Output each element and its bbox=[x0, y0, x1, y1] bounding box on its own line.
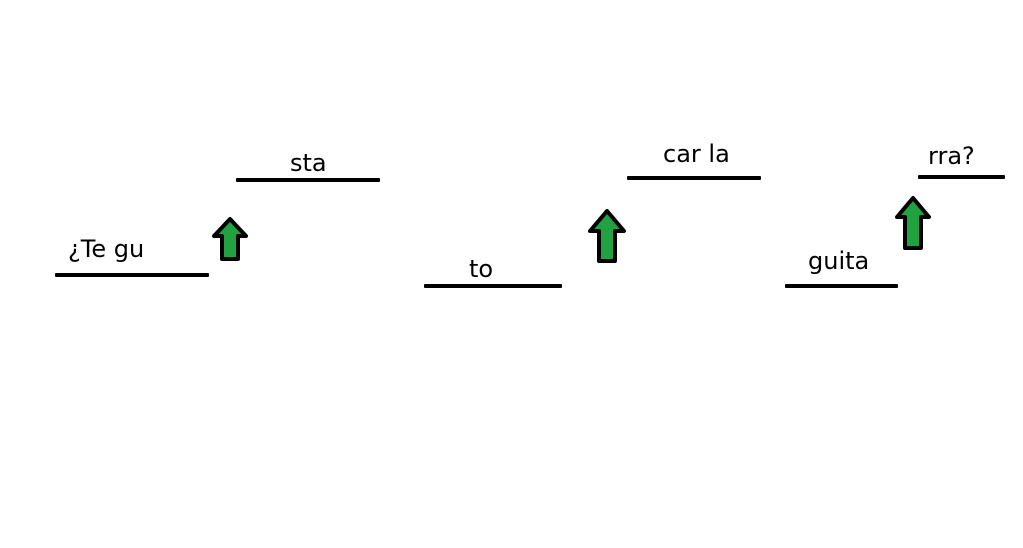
syllable-to: to bbox=[469, 255, 494, 283]
step-line-5 bbox=[785, 284, 898, 288]
step-line-3 bbox=[424, 284, 562, 288]
syllable-rra: rra? bbox=[928, 142, 975, 170]
step-line-4 bbox=[627, 176, 761, 180]
up-arrow-icon bbox=[212, 217, 248, 261]
up-arrow-icon bbox=[895, 196, 931, 250]
syllable-sta: sta bbox=[290, 149, 327, 177]
up-arrow-shape bbox=[588, 209, 626, 263]
up-arrow-icon bbox=[588, 209, 626, 263]
syllable-guita: guita bbox=[808, 247, 870, 275]
up-arrow-shape bbox=[212, 217, 248, 261]
syllable-car-la: car la bbox=[663, 140, 730, 168]
step-line-1 bbox=[55, 273, 209, 277]
syllable-te-gu: ¿Te gu bbox=[68, 235, 145, 263]
up-arrow-shape bbox=[895, 196, 931, 250]
step-line-6 bbox=[918, 175, 1005, 179]
step-line-2 bbox=[236, 178, 380, 182]
